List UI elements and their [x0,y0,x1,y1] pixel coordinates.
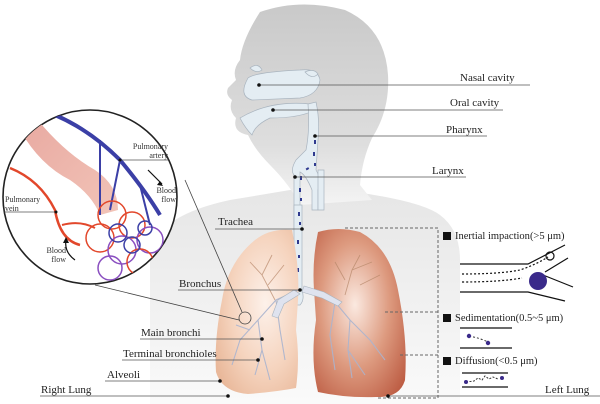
mechanism-inertial-impaction: Inertial impaction(>5 μm) [443,231,565,243]
bullet-square-icon [443,356,451,365]
mechanism-diffusion: Diffusion(<0.5 μm) [443,356,538,368]
diffusion-illustration [462,372,508,388]
label-main-bronchi: Main bronchi [141,327,201,339]
sedimentation-illustration [460,327,512,349]
alveoli-inset [2,109,178,285]
label-blood-flow-artery: Blood flow [156,186,176,204]
left-lung [313,229,406,398]
label-oral-cavity: Oral cavity [450,97,500,109]
label-larynx: Larynx [432,165,464,177]
mechanism-name: Inertial impaction [455,231,530,242]
label-pulmonary-vein: Pulmonary vein [5,195,41,213]
inertial-impaction-illustration [460,244,574,302]
mechanism-range: (0.5~5 μm) [515,313,564,324]
main-bronchi-tube-left [301,285,343,307]
bullet-square-icon [443,313,451,322]
bronchial-tree [231,289,386,381]
main-bronchi-tube [271,289,301,319]
mechanism-name: Sedimentation [455,313,516,324]
leader-lines [40,84,600,397]
mechanism-callout-lines [345,227,439,399]
leader-dots [218,83,390,398]
alveolar-sacs [85,200,164,281]
label-pharynx: Pharynx [446,124,483,136]
label-right-lung: Right Lung [41,384,92,396]
mechanism-name: Diffusion [455,356,496,367]
label-pulmonary-artery: Pulmonary artery [132,142,168,160]
bullet-square-icon [443,231,451,240]
upper-branches [249,254,381,301]
label-alveoli: Alveoli [107,369,140,381]
bronchiole-vessel [20,110,118,215]
torso-silhouette [150,190,460,404]
airway-particles [297,140,316,272]
mechanism-sedimentation: Sedimentation(0.5~5 μm) [443,313,563,325]
label-trachea: Trachea [218,216,254,228]
label-terminal-bronchioles: Terminal bronchioles [123,348,217,360]
label-left-lung: Left Lung [545,384,590,396]
mechanism-range: (>5 μm) [529,231,565,242]
pulmonary-vein-vessel [9,166,81,247]
label-blood-flow-vein: Blood flow [46,246,66,264]
large-particle [529,272,547,290]
label-nasal-cavity: Nasal cavity [460,72,515,84]
label-bronchus: Bronchus [179,278,222,290]
mechanism-range: (<0.5 μm) [495,356,538,367]
